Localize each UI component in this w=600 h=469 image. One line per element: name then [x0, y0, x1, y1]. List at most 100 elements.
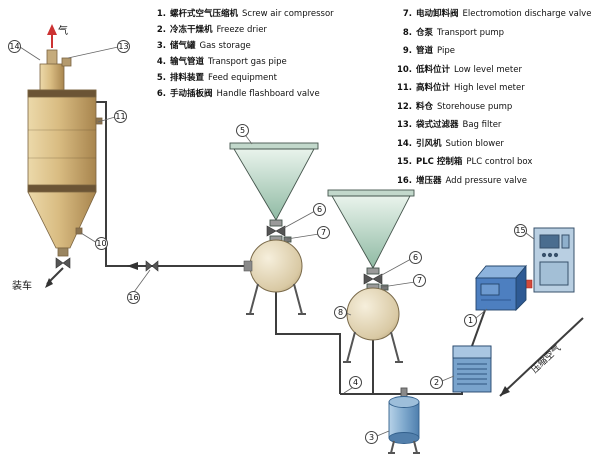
low-level-meter [75, 227, 83, 235]
hopper-b-funnel [331, 195, 411, 269]
legend-item-15: 15. PLC 控制箱 PLC control box [396, 156, 591, 168]
legend-chinese: 储气罐 [170, 41, 196, 51]
air-pipe-arrow [500, 386, 510, 396]
legend-item-4: 4. 输气管道 Transport gas pipe [150, 56, 334, 68]
legend-item-2: 2. 冷冻干燥机 Freeze drier [150, 24, 334, 36]
legend-chinese: 输气管道 [170, 57, 205, 67]
legend-chinese: 冷冻干燥机 [170, 25, 213, 35]
legend-chinese: PLC 控制箱 [416, 157, 463, 167]
legend-english: Electromotion discharge valve [462, 9, 592, 19]
legend-number: 6. [156, 89, 166, 99]
legend-chinese: 高料位计 [416, 83, 451, 93]
pump-a-inlet-nozzle [243, 260, 253, 272]
callout-14-suction-blower: 14 [8, 40, 21, 53]
gas-storage-tank [388, 387, 420, 454]
legend-chinese: 管道 [416, 46, 434, 56]
silo-outlet [57, 247, 69, 257]
legend-number: 14. [396, 138, 412, 149]
legend-english: Screw air compressor [242, 9, 334, 19]
pump-b-legs [343, 331, 403, 363]
freeze-drier [452, 345, 492, 393]
legend-english: Transport gas pipe [208, 57, 287, 67]
callout-2-freeze-drier: 2 [430, 376, 443, 389]
legend-chinese: 仓泵 [416, 27, 434, 38]
legend-number: 4. [156, 57, 166, 67]
legend-number: 11. [396, 83, 412, 93]
legend-number: 15. [396, 157, 412, 167]
legend-chinese: 排料装置 [170, 73, 205, 83]
hopper-a-outlet-flange [269, 219, 283, 227]
legend-english: Low level meter [454, 64, 522, 75]
legend-english: Pipe [437, 46, 455, 56]
legend-number: 8. [402, 27, 412, 38]
conveying-pipe [94, 101, 250, 267]
callout-11-high-level-meter: 11 [114, 110, 127, 123]
callout-5-feed-equipment: 5 [236, 124, 249, 137]
bag-filter-housing [39, 63, 65, 91]
plc-screen [539, 234, 560, 249]
callout-8-transport-pump: 8 [334, 306, 347, 319]
legend-english: Storehouse pump [437, 101, 513, 112]
hopper-b-outlet-flange [366, 267, 380, 275]
legend-number: 5. [156, 73, 166, 83]
truck-loading-label: 装车 [12, 281, 32, 292]
legend-item-16: 16. 增压器 Add pressure valve [396, 175, 591, 187]
callout-3-gas-storage: 3 [365, 431, 378, 444]
legend-english: Feed equipment [208, 73, 277, 83]
legend-item-9: 9. 管道 Pipe [396, 45, 591, 57]
drier-vents [457, 363, 487, 385]
pump-a-legs [246, 283, 306, 315]
callout-16-pressure-valve: 16 [127, 291, 140, 304]
gas-label: 气 [58, 26, 68, 37]
legend-column-2: 7. 电动卸料阀 Electromotion discharge valve 8… [396, 8, 592, 193]
legend-item-7: 7. 电动卸料阀 Electromotion discharge valve [396, 8, 592, 20]
callout-1-compressor: 1 [464, 314, 477, 327]
legend-number: 12. [396, 101, 412, 112]
legend-chinese: 增压器 [416, 175, 442, 186]
legend-number: 10. [396, 64, 412, 75]
callout-15-plc-box: 15 [514, 224, 527, 237]
legend-item-8: 8. 仓泵 Transport pump [396, 27, 591, 39]
legend-item-10: 10. 低料位计 Low level meter [396, 64, 591, 76]
leader-lines [19, 46, 535, 437]
callout-13-bag-filter: 13 [117, 40, 130, 53]
silo-body [27, 89, 97, 193]
plc-door [539, 261, 569, 286]
legend-column-1: 1. 螺杆式空气压缩机 Screw air compressor 2. 冷冻干燥… [150, 8, 334, 104]
compressed-air-pipe [499, 317, 584, 397]
legend-item-1: 1. 螺杆式空气压缩机 Screw air compressor [150, 8, 334, 20]
legend-number: 16. [396, 175, 412, 186]
legend-item-11: 11. 高料位计 High level meter [396, 82, 591, 94]
hopper-a-funnel [233, 148, 315, 221]
legend-number: 1. [156, 9, 166, 19]
legend-english: Bag filter [462, 120, 502, 130]
silo-cone [27, 191, 97, 249]
legend-item-5: 5. 排料装置 Feed equipment [150, 72, 334, 84]
legend-chinese: 手动插板阀 [170, 89, 213, 99]
silo-discharge-valve [55, 257, 71, 269]
callout-10-low-level-meter: 10 [95, 237, 108, 250]
legend-chinese: 引风机 [416, 138, 442, 149]
silo [27, 49, 103, 269]
pump-a-air-pipe [275, 292, 341, 394]
callout-7-discharge-valve-a: 7 [317, 226, 330, 239]
legend-number: 13. [396, 120, 412, 130]
legend-chinese: 袋式过滤器 [416, 120, 459, 130]
legend-item-3: 3. 储气罐 Gas storage [150, 40, 334, 52]
legend-item-12: 12. 料仓 Storehouse pump [396, 101, 591, 113]
legend-english: Gas storage [199, 41, 251, 51]
callout-4-gas-pipe: 4 [349, 376, 362, 389]
inline-valve [145, 260, 159, 272]
legend-number: 7. [402, 9, 412, 19]
discharge-valve-b-motor [380, 284, 389, 291]
legend-number: 3. [156, 41, 166, 51]
legend-item-13: 13. 袋式过滤器 Bag filter [396, 119, 591, 131]
tank-legs [388, 440, 420, 454]
air-compressor [475, 264, 527, 312]
legend-english: PLC control box [466, 157, 533, 167]
pipes [46, 101, 584, 397]
callout-7-discharge-valve-b: 7 [413, 274, 426, 287]
legend-item-6: 6. 手动插板阀 Handle flashboard valve [150, 88, 334, 100]
